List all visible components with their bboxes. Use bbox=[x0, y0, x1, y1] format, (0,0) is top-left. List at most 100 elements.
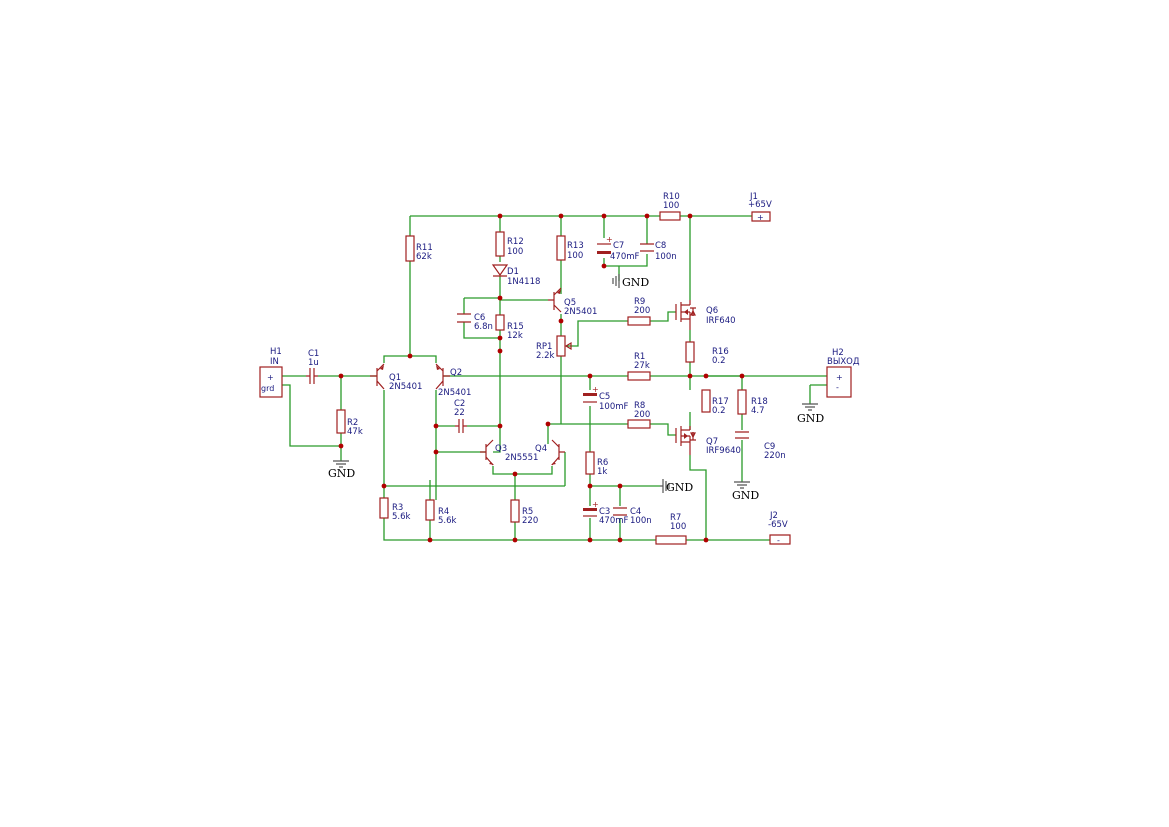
ground-symbol: GND bbox=[660, 479, 693, 494]
component-ref: R11 bbox=[416, 243, 433, 253]
connector-j2[interactable]: - J2 -65V bbox=[768, 511, 791, 545]
transistor-q3[interactable]: Q3 2N5551 bbox=[480, 439, 538, 466]
transistor-q4[interactable]: Q4 bbox=[535, 439, 565, 466]
junction-dot bbox=[497, 423, 503, 429]
component-value: 22 bbox=[454, 408, 465, 418]
capacitor-c1[interactable]: C1 1u bbox=[306, 349, 319, 384]
component-ref: C9 bbox=[764, 442, 775, 452]
transistor-q2[interactable]: Q2 2N5401 bbox=[435, 363, 471, 398]
component-ref: R13 bbox=[567, 241, 584, 251]
junction-dot bbox=[497, 335, 503, 341]
resistor-r6[interactable]: R6 1k bbox=[585, 451, 608, 477]
junction-dot bbox=[601, 213, 607, 219]
component-value: 220 bbox=[522, 516, 538, 526]
component-ref: Q6 bbox=[706, 306, 718, 316]
resistor-r16[interactable]: R16 0.2 bbox=[685, 341, 729, 366]
capacitor-c8[interactable]: C8 100n bbox=[640, 241, 677, 262]
wires bbox=[282, 215, 827, 541]
connector-j1[interactable]: + J1 +65V bbox=[748, 192, 772, 222]
diode-d1[interactable]: D1 1N4118 bbox=[491, 264, 540, 287]
svg-text:GND: GND bbox=[622, 276, 649, 289]
ground-symbol: GND bbox=[612, 274, 649, 289]
component-ref: Q3 bbox=[495, 444, 507, 454]
component-ref: R9 bbox=[634, 297, 645, 307]
connector-h2[interactable]: + - H2 ВЫХОД bbox=[826, 348, 860, 398]
component-ref: C4 bbox=[630, 507, 641, 517]
component-value: -65V bbox=[768, 520, 788, 530]
transistor-q5[interactable]: Q5 2N5401 bbox=[548, 287, 597, 317]
component-ref: R12 bbox=[507, 237, 524, 247]
component-value: 2N5401 bbox=[564, 307, 597, 317]
junction-dot bbox=[558, 318, 564, 324]
component-ref: C1 bbox=[308, 349, 319, 359]
component-value: 2N5401 bbox=[438, 388, 471, 398]
resistor-r1[interactable]: R1 27k bbox=[627, 352, 651, 381]
resistor-r2[interactable]: R2 47k bbox=[336, 409, 363, 437]
component-value: 200 bbox=[634, 410, 650, 420]
junction-dot bbox=[739, 373, 745, 379]
capacitor-c5[interactable]: + C5 100mF bbox=[583, 385, 629, 412]
component-ref: C5 bbox=[599, 392, 610, 402]
resistor-r7[interactable]: R7 100 bbox=[655, 513, 687, 545]
junction-dot bbox=[338, 443, 344, 449]
component-ref: C7 bbox=[613, 241, 624, 251]
resistor-r8[interactable]: R8 200 bbox=[627, 401, 651, 429]
svg-text:GND: GND bbox=[732, 489, 759, 502]
junction-dot bbox=[497, 295, 503, 301]
junction-dot bbox=[587, 537, 593, 543]
mosfet-q6[interactable]: Q6 IRF640 bbox=[675, 300, 736, 330]
connector-pin: + bbox=[267, 373, 274, 382]
component-ref: H2 bbox=[832, 348, 844, 358]
component-value: 1u bbox=[308, 358, 319, 368]
component-ref: R7 bbox=[670, 513, 681, 523]
resistor-r10[interactable]: R10 100 bbox=[659, 192, 681, 221]
junction-dot bbox=[512, 471, 518, 477]
component-ref: R6 bbox=[597, 458, 608, 468]
svg-text:+: + bbox=[592, 385, 599, 394]
component-value: 2N5551 bbox=[505, 453, 538, 463]
svg-text:GND: GND bbox=[328, 467, 355, 480]
component-value: 100 bbox=[670, 522, 686, 532]
resistor-r18[interactable]: R18 4.7 bbox=[737, 389, 768, 416]
component-value: 47k bbox=[347, 427, 363, 437]
potentiometer-rp1[interactable]: RP1 2.2k bbox=[536, 335, 572, 361]
junction-dot bbox=[617, 483, 623, 489]
component-value: IRF9640 bbox=[706, 446, 741, 456]
capacitor-c2[interactable]: C2 22 bbox=[454, 399, 467, 433]
component-value: 1N4118 bbox=[507, 277, 540, 287]
transistor-q1[interactable]: Q1 2N5401 bbox=[370, 363, 422, 392]
component-ref: J2 bbox=[769, 511, 778, 521]
component-value: 470mF bbox=[599, 516, 629, 526]
capacitor-c3[interactable]: + C3 470mF bbox=[583, 500, 629, 526]
component-ref: J1 bbox=[749, 192, 758, 202]
mosfet-q7[interactable]: Q7 IRF9640 bbox=[675, 426, 741, 456]
capacitor-c7[interactable]: + C7 470mF bbox=[597, 235, 640, 262]
capacitor-c4[interactable]: C4 100n bbox=[613, 507, 652, 526]
resistor-r4[interactable]: R4 5.6k bbox=[425, 499, 457, 526]
resistor-r17[interactable]: R17 0.2 bbox=[701, 389, 729, 416]
resistor-r11[interactable]: R11 62k bbox=[405, 235, 433, 262]
junction-dot bbox=[497, 348, 503, 354]
component-ref: R5 bbox=[522, 507, 533, 517]
component-ref: R18 bbox=[751, 397, 768, 407]
resistor-r3[interactable]: R3 5.6k bbox=[379, 497, 411, 522]
component-value: 6.8n bbox=[474, 322, 493, 332]
component-value: 1k bbox=[597, 467, 607, 477]
resistor-r12[interactable]: R12 100 bbox=[495, 231, 524, 257]
svg-text:+: + bbox=[606, 235, 613, 244]
resistor-r15[interactable]: R15 12k bbox=[495, 314, 524, 341]
resistor-r13[interactable]: R13 100 bbox=[556, 235, 584, 261]
component-value: 100 bbox=[507, 247, 523, 257]
connector-pin: + bbox=[836, 373, 843, 382]
component-value: 62k bbox=[416, 252, 432, 262]
component-ref: C3 bbox=[599, 507, 610, 517]
capacitor-c6[interactable]: C6 6.8n bbox=[457, 313, 493, 332]
resistor-r9[interactable]: R9 200 bbox=[627, 297, 651, 326]
capacitor-c9[interactable]: C9 220n bbox=[735, 431, 786, 461]
svg-text:GND: GND bbox=[666, 481, 693, 494]
junction-dot bbox=[558, 213, 564, 219]
resistor-r5[interactable]: R5 220 bbox=[510, 499, 538, 526]
junction-dot bbox=[497, 213, 503, 219]
connector-h1[interactable]: + grd H1 IN bbox=[259, 347, 283, 398]
